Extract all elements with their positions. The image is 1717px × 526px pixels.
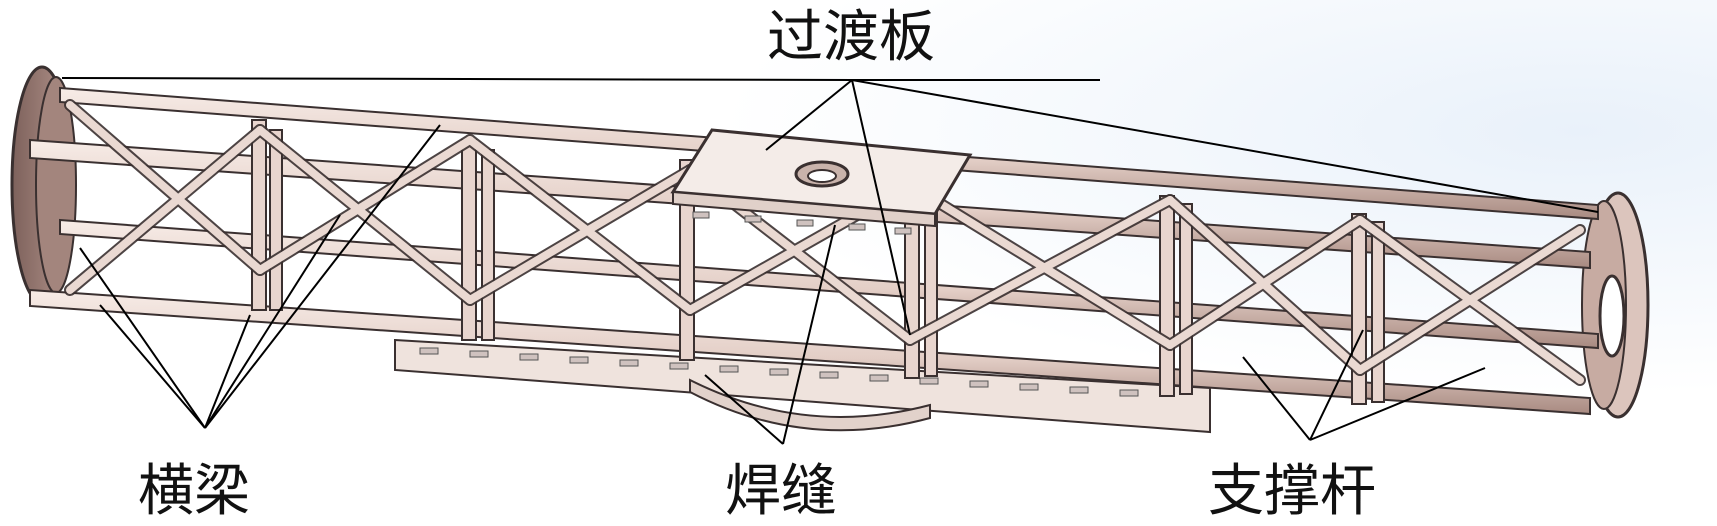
left-end-disk (10, 65, 77, 305)
label-cross-beam: 横梁 (138, 459, 250, 524)
label-support-rod: 支撑杆 (1208, 459, 1376, 524)
leader-lines (61, 77, 1599, 445)
label-weld-seam: 焊缝 (725, 459, 837, 524)
right-end-disk (1581, 191, 1650, 419)
weld-seams-bottom (419, 347, 1139, 397)
label-transition-plate: 过渡板 (767, 5, 935, 70)
upper-transition-plate (670, 128, 973, 228)
weld-seams-top (692, 211, 912, 235)
